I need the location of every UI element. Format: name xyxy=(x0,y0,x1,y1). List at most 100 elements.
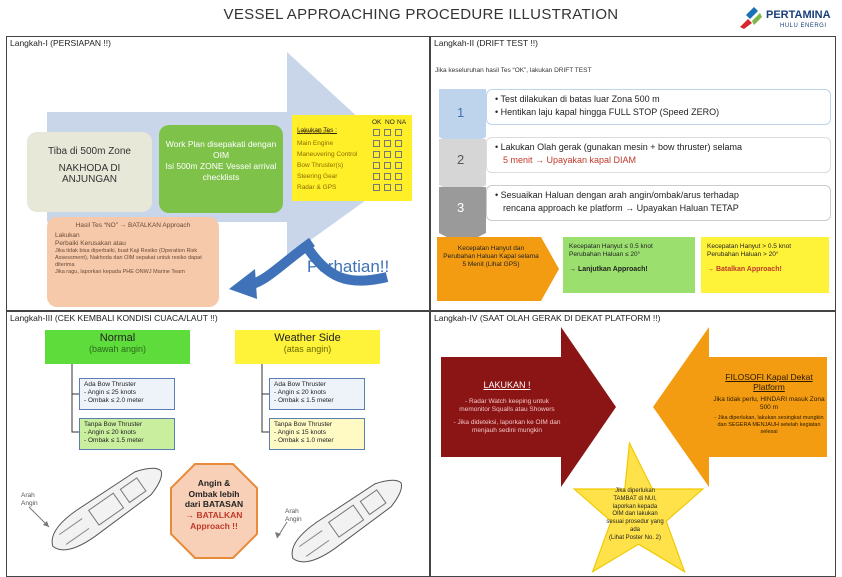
drift-intro: Jika keseluruhan hasil Tes “OK”, lakukan… xyxy=(435,67,592,74)
checkbox[interactable] xyxy=(395,184,402,191)
checkbox[interactable] xyxy=(373,162,380,169)
normal-title: Normal xyxy=(99,332,136,344)
checkbox[interactable] xyxy=(395,173,402,180)
checklist-row: Bow Thruster(s) xyxy=(297,162,407,173)
weather-bow-wave: - Ombak ≤ 1.5 meter xyxy=(274,397,334,405)
wind-direction-label-1: Arah Angin xyxy=(21,492,38,508)
checkbox[interactable] xyxy=(395,151,402,158)
arrival-line-1: Tiba di 500m Zone xyxy=(47,146,131,157)
col-na: NA xyxy=(397,119,407,126)
continue-line-2: Perubahan Haluan ≤ 20° xyxy=(569,251,641,259)
weather-bow-wind: - Angin ≤ 20 knots xyxy=(274,389,326,397)
step-3-box: • Sesuaikan Haluan dengan arah angin/omb… xyxy=(486,185,831,221)
checklist-box: Lakukan Tes : OK NO NA Komunikasi Main E… xyxy=(292,115,412,201)
cancel-line-1: Kecepatan Hanyut > 0.5 knot xyxy=(707,243,792,250)
cancel-box: Kecepatan Hanyut > 0.5 knot Perubahan Ha… xyxy=(701,237,829,293)
normal-bow-wind: - Angin ≤ 25 knots xyxy=(84,389,136,397)
normal-nobow-wave: - Ombak ≤ 1.5 meter xyxy=(84,437,144,445)
lakukan-line-2: - Jika dideteksi, laporkan ke OIM dan me… xyxy=(453,419,561,435)
step-1-line-2: • Hentikan laju kapal hingga FULL STOP (… xyxy=(495,106,720,117)
drift-pentagon xyxy=(437,237,559,301)
cancel-line-2: Perubahan Haluan > 20° xyxy=(707,251,779,259)
cancel-action: → Batalkan Approach! xyxy=(707,266,782,274)
continue-action: → Lanjutkan Approach! xyxy=(569,266,648,274)
checkbox[interactable] xyxy=(373,140,380,147)
logo-sub: HULU ENERGI xyxy=(780,23,827,29)
checkbox[interactable] xyxy=(395,162,402,169)
checklist-row: Main Engine xyxy=(297,140,407,151)
panel-4-header: Langkah-IV (SAAT OLAH GERAK DI DEKAT PLA… xyxy=(434,313,661,323)
perhatian-label: Perhatian!! xyxy=(307,257,390,276)
weather-bow-box: Ada Bow Thruster - Angin ≤ 20 knots - Om… xyxy=(269,378,365,410)
filosofi-title: FILOSOFI Kapal Dekat Platform xyxy=(725,372,813,392)
panel-2-header: Langkah-II (DRIFT TEST !!) xyxy=(434,38,538,48)
checklist-title: Lakukan Tes : xyxy=(297,127,337,134)
step-2-line-1: • Lakukan Olah gerak (gunakan mesin + bo… xyxy=(495,142,743,152)
checkbox[interactable] xyxy=(373,173,380,180)
step-2-line-2: 5 menit → Upayakan kapal DIAM xyxy=(503,154,637,165)
fail-line: Perbaiki Kerusakan atau xyxy=(55,240,126,248)
continue-box: Kecepatan Hanyut ≤ 0.5 knot Perubahan Ha… xyxy=(563,237,695,293)
checkbox[interactable] xyxy=(373,129,380,136)
weather-box: Weather Side (atas angin) xyxy=(235,330,380,364)
normal-bow-wave: - Ombak ≤ 2.0 meter xyxy=(84,397,144,405)
weather-nobow-title: Tanpa Bow Thruster xyxy=(274,421,333,428)
weather-nobow-wind: - Angin ≤ 15 knots xyxy=(274,429,326,437)
fail-line: Lakukan xyxy=(55,232,80,240)
workplan-box: Work Plan disepakati dengan OIM Isi 500m… xyxy=(159,125,283,213)
step-2-box: • Lakukan Olah gerak (gunakan mesin + bo… xyxy=(486,137,831,173)
step-1-num: 1 xyxy=(457,105,465,120)
arrival-box: Tiba di 500m Zone NAKHODA DI ANJUNGAN xyxy=(27,132,152,212)
step-2-num: 2 xyxy=(457,152,465,167)
panel-step-3: Langkah-III (CEK KEMBALI KONDISI CUACA/L… xyxy=(6,311,430,577)
normal-bow-box: Ada Bow Thruster - Angin ≤ 25 knots - Om… xyxy=(79,378,175,410)
continue-line-1: Kecepatan Hanyut ≤ 0.5 knot xyxy=(569,243,653,250)
drift-box-text: Kecepatan Hanyut dan Perubahan Haluan Ka… xyxy=(443,245,539,269)
lakukan-block: LAKUKAN ! - Radar Watch keeping untuk me… xyxy=(453,380,561,436)
checklist-row: Radar & GPS xyxy=(297,184,407,195)
checkbox[interactable] xyxy=(384,129,391,136)
filosofi-line-1: Jika tidak perlu, HINDARI masuk Zona 500… xyxy=(713,396,825,412)
checkbox[interactable] xyxy=(384,162,391,169)
weather-bow-title: Ada Bow Thruster xyxy=(274,381,326,388)
wind-direction-label-2: Arah Angin xyxy=(285,508,302,524)
col-ok: OK xyxy=(372,119,382,126)
fail-box: Hasil Tes “NO” → BATALKAN Approach Lakuk… xyxy=(47,217,219,307)
panel-3-header: Langkah-III (CEK KEMBALI KONDISI CUACA/L… xyxy=(10,313,218,323)
checkbox[interactable] xyxy=(373,151,380,158)
checkbox[interactable] xyxy=(395,129,402,136)
checkbox[interactable] xyxy=(384,173,391,180)
checkbox[interactable] xyxy=(395,140,402,147)
panel-step-2: Langkah-II (DRIFT TEST !!) Jika keseluru… xyxy=(430,36,836,311)
step-3-line-1: • Sesuaikan Haluan dengan arah angin/omb… xyxy=(495,190,739,200)
normal-nobow-title: Tanpa Bow Thruster xyxy=(84,421,143,428)
normal-sub: (bawah angin) xyxy=(88,344,147,354)
workplan-line-2: Isi 500m ZONE Vessel arrival checklists xyxy=(165,161,277,183)
step-3-num: 3 xyxy=(457,200,465,215)
checkbox[interactable] xyxy=(384,151,391,158)
checkbox[interactable] xyxy=(384,184,391,191)
logo-name: PERTAMINA xyxy=(766,9,831,21)
connector-lines xyxy=(71,364,269,433)
arrival-line-2: NAKHODA DI ANJUNGAN xyxy=(58,163,121,185)
checklist-row: Steering Gear xyxy=(297,173,407,184)
tambat-star-text: Jika diperlukan TAMBAT di NUI, laporkan … xyxy=(606,488,664,541)
octagon-shape xyxy=(170,463,258,559)
ship-drawings-icon xyxy=(28,467,402,563)
checkbox[interactable] xyxy=(373,184,380,191)
pertamina-logo-icon xyxy=(740,7,762,29)
normal-box: Normal (bawah angin) xyxy=(45,330,190,364)
col-no: NO xyxy=(385,119,395,126)
step-1-line-1: • Test dilakukan di batas luar Zona 500 … xyxy=(495,94,660,104)
weather-sub: (atas angin) xyxy=(283,344,332,354)
normal-nobow-wind: - Angin ≤ 20 knots xyxy=(84,429,136,437)
weather-nobow-box: Tanpa Bow Thruster - Angin ≤ 15 knots - … xyxy=(269,418,365,450)
fail-line: Jika tidak bisa diperbaiki, buat Kaji Re… xyxy=(55,248,202,269)
step-3-line-2: rencana approach ke platform → Upayakan … xyxy=(503,202,739,213)
checkbox[interactable] xyxy=(384,140,391,147)
panel-step-4: Langkah-IV (SAAT OLAH GERAK DI DEKAT PLA… xyxy=(430,311,836,577)
filosofi-block: FILOSOFI Kapal Dekat Platform Jika tidak… xyxy=(713,372,825,436)
lakukan-title: LAKUKAN ! xyxy=(483,380,531,390)
lakukan-line-1: - Radar Watch keeping untuk memonitor Sq… xyxy=(459,398,555,414)
panel-step-1: Langkah-I (PERSIAPAN !!) Tiba di 500m Zo… xyxy=(6,36,430,311)
